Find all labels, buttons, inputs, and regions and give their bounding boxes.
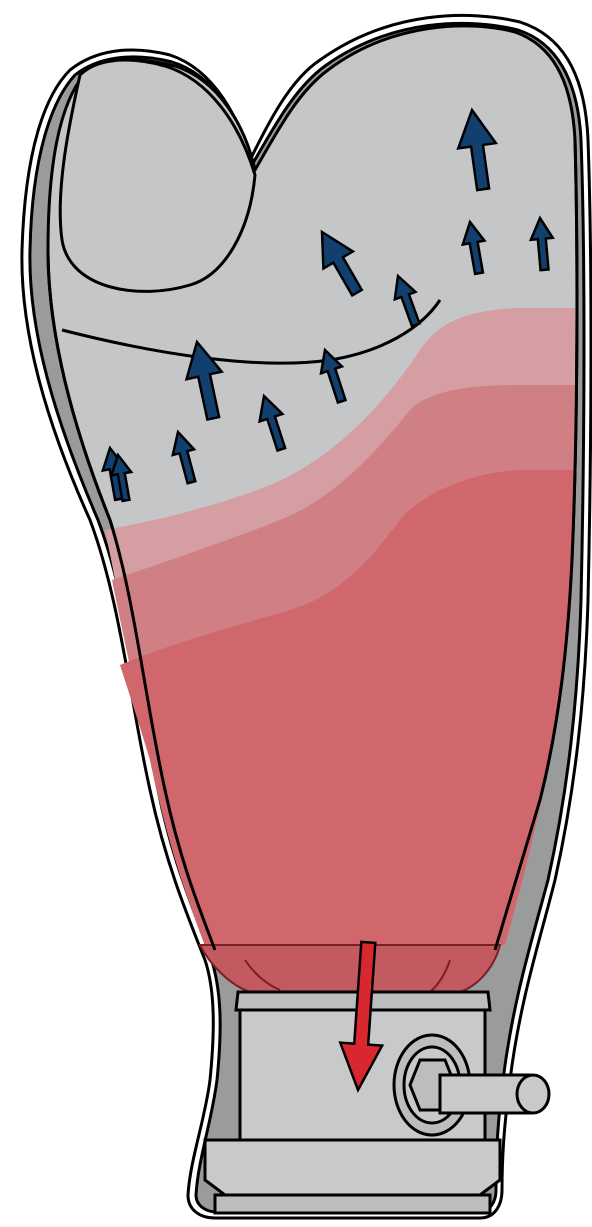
fluid-bottom <box>200 945 500 992</box>
adapter-base <box>205 1140 500 1195</box>
valve-stem-cap <box>517 1075 549 1113</box>
adapter-foot <box>215 1195 490 1213</box>
socket-posterior-brim <box>60 60 255 291</box>
